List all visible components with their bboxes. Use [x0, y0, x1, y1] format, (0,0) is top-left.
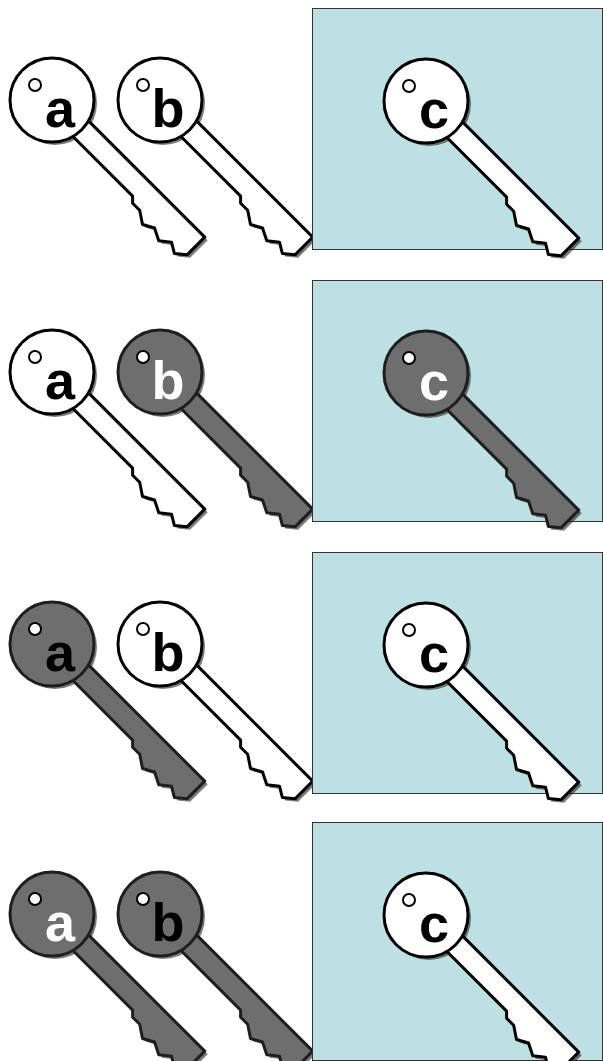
key-hole [29, 893, 41, 905]
key-hole [403, 80, 415, 92]
panel-box: c [312, 552, 603, 794]
key-icon: c [378, 597, 588, 807]
key-hole [29, 79, 41, 91]
key-hole [137, 893, 149, 905]
key-body [0, 313, 227, 547]
key-body [101, 585, 335, 819]
key-outline [112, 866, 327, 1061]
panel-box: c [312, 8, 603, 250]
key-hole [137, 623, 149, 635]
key-letter: a [45, 81, 75, 135]
key-outline [112, 324, 327, 539]
key-hole [403, 624, 415, 636]
key-outline [378, 867, 593, 1061]
key-letter: b [152, 895, 185, 949]
key-body [367, 314, 601, 548]
key-outline [112, 52, 327, 267]
key-letter: b [152, 81, 185, 135]
key-letter: b [152, 353, 185, 407]
key-letter: c [419, 82, 449, 136]
key-icon: c [378, 325, 588, 535]
key-letter: c [419, 626, 449, 680]
key-hole [137, 79, 149, 91]
key-hole [137, 351, 149, 363]
key-icon: b [112, 866, 322, 1061]
key-body [367, 586, 601, 820]
key-outline [378, 53, 593, 268]
key-letter: a [45, 625, 75, 679]
panel-box: c [312, 280, 603, 522]
key-outline [112, 596, 327, 811]
key-body [101, 313, 335, 547]
key-letter: a [45, 895, 75, 949]
key-icon: b [112, 52, 322, 262]
key-hole [403, 352, 415, 364]
key-hole [29, 623, 41, 635]
key-body [0, 41, 227, 275]
key-body [367, 856, 601, 1061]
key-letter: a [45, 353, 75, 407]
key-letter: c [419, 354, 449, 408]
key-outline [378, 597, 593, 812]
key-icon: c [378, 867, 588, 1061]
key-body [0, 585, 227, 819]
key-letter: b [152, 625, 185, 679]
key-icon: b [112, 324, 322, 534]
key-icon: c [378, 53, 588, 263]
key-hole [29, 351, 41, 363]
key-body [101, 41, 335, 275]
key-body [367, 42, 601, 276]
key-icon: b [112, 596, 322, 806]
key-body [101, 855, 335, 1061]
key-letter: c [419, 896, 449, 950]
panel-box: c [312, 822, 603, 1061]
key-outline [378, 325, 593, 540]
key-hole [403, 894, 415, 906]
